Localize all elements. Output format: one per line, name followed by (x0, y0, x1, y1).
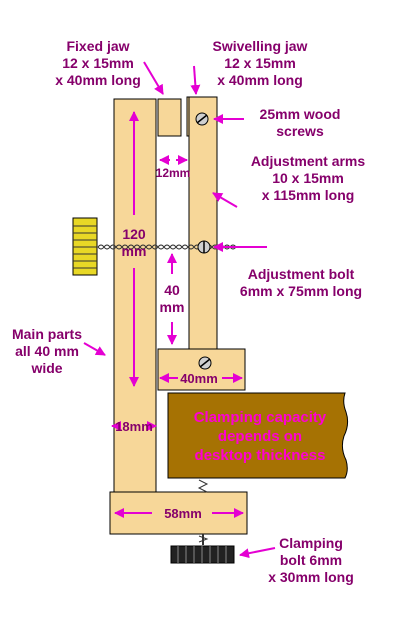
dim-line: 120 (122, 226, 146, 242)
label-line: x 40mm long (217, 72, 303, 88)
adjustment-bolt (97, 244, 237, 250)
arrow-icon (239, 547, 276, 559)
label-line: Swivelling jaw (212, 38, 308, 54)
spacing-dimension: 40 mm (156, 282, 188, 316)
label-line: Clamping capacity (193, 409, 327, 426)
adjustment-arms-label: Adjustment arms 10 x 15mm x 115mm long (238, 153, 378, 204)
swivelling-jaw-label: Swivelling jaw 12 x 15mm x 40mm long (200, 38, 320, 89)
dim-line: 40 (164, 282, 180, 298)
label-line: depends on (217, 428, 303, 445)
bolt-head-icon (170, 545, 235, 564)
screw-icon (198, 356, 212, 370)
foot-width-dimension: 58mm (164, 506, 202, 521)
label-line: desktop thickness (194, 447, 326, 464)
post-width-dimension: 18mm (115, 419, 153, 434)
thumb-knob-icon (72, 217, 98, 276)
label-line: x 40mm long (55, 72, 141, 88)
label-line: Main parts (11, 326, 82, 342)
label-line: Fixed jaw (66, 38, 130, 54)
label-line: 6mm x 75mm long (239, 283, 363, 299)
wood-screws-label: 25mm wood screws (245, 106, 355, 140)
label-line: 25mm wood (259, 106, 341, 122)
arrow-icon (143, 61, 164, 95)
height-dimension: 120 mm (116, 226, 152, 260)
arrow-icon (212, 192, 238, 208)
label-line: wide (31, 360, 63, 376)
bottom-block (157, 348, 246, 391)
adjustment-arm (188, 96, 218, 378)
label-line: 12 x 15mm (62, 55, 134, 71)
main-parts-label: Main parts all 40 mm wide (4, 326, 90, 377)
label-line: x 115mm long (261, 187, 355, 203)
label-line: Adjustment bolt (247, 266, 355, 282)
dim-line: mm (159, 299, 185, 315)
block-width-dimension: 40mm (180, 371, 218, 386)
arrow-icon (190, 65, 201, 95)
fixed-jaw-label: Fixed jaw 12 x 15mm x 40mm long (48, 38, 148, 89)
screw-icon (195, 112, 209, 126)
foot-bolt (197, 479, 209, 493)
arrow-icon (83, 342, 106, 356)
label-line: screws (276, 123, 324, 139)
screw-icon (197, 240, 211, 254)
adjustment-bolt-label: Adjustment bolt 6mm x 75mm long (226, 266, 376, 300)
desk-label: Clamping capacity depends on desktop thi… (172, 408, 348, 465)
label-line: Clamping (279, 535, 343, 551)
label-line: x 30mm long (268, 569, 354, 585)
label-line: Adjustment arms (250, 153, 366, 169)
gap-dimension: 12mm (155, 166, 191, 180)
label-line: 12 x 15mm (224, 55, 296, 71)
label-line: all 40 mm (15, 343, 79, 359)
fixed-jaw (157, 98, 182, 137)
dim-line: mm (121, 243, 147, 259)
label-line: 10 x 15mm (272, 170, 344, 186)
clamping-bolt-label: Clamping bolt 6mm x 30mm long (256, 535, 366, 586)
desk-top (167, 392, 349, 479)
label-line: bolt 6mm (279, 552, 343, 568)
clamping-bolt (198, 534, 209, 545)
